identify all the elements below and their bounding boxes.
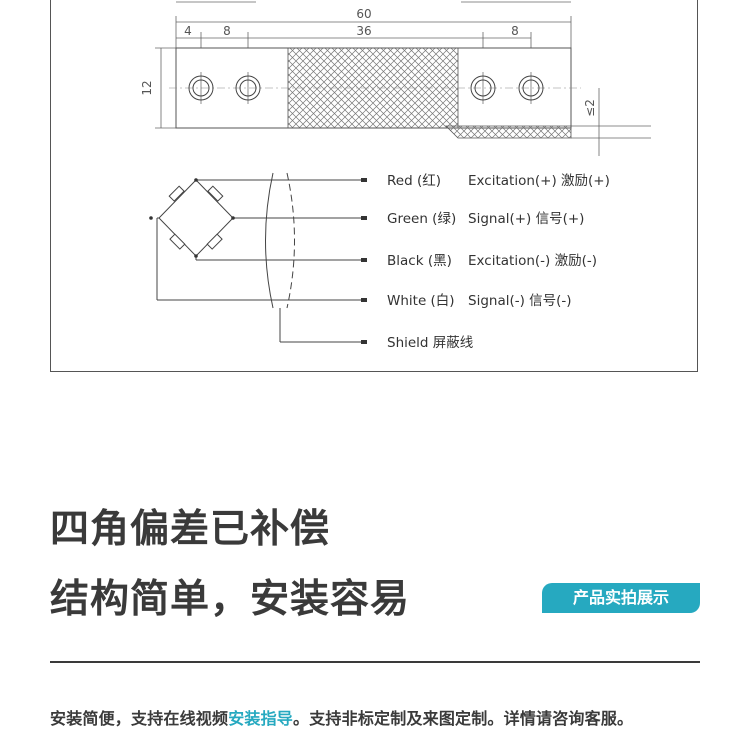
- footer-note: 安装简便，支持在线视频安装指导。支持非标定制及来图定制。详情请咨询客服。: [50, 705, 633, 729]
- footer-part2: 。支持非标定制及来图定制。详情请咨询客服。: [293, 709, 634, 728]
- footer-part1: 安装简便，支持在线视频: [50, 709, 229, 728]
- wire-green-label: Green (绿): [387, 211, 456, 227]
- dim-right-pitch: 8: [511, 24, 519, 38]
- headline-easy-install: 结构简单，安装容易: [50, 577, 411, 622]
- dim-total: 60: [356, 7, 371, 21]
- dim-left-pitch: 8: [223, 24, 231, 38]
- wire-black-label: Black (黑): [387, 253, 452, 269]
- cable-sheath: [265, 172, 295, 309]
- wire-red-label: Red (红): [387, 173, 441, 189]
- dim-thickness: ≤2: [583, 99, 597, 117]
- wire-white-label: White (白): [387, 293, 455, 309]
- headline-compensated: 四角偏差已补偿: [50, 507, 331, 552]
- dim-height: 12: [140, 80, 154, 95]
- wire-black-function: Excitation(-) 激励(-): [468, 253, 597, 269]
- wire-green-function: Signal(+) 信号(+): [468, 211, 584, 227]
- wiring-diagram-panel: 60 4 8 36 8 12 ≤2: [50, 0, 698, 372]
- section-divider: [50, 661, 700, 663]
- dim-left-edge: 4: [184, 24, 192, 38]
- wheatstone-bridge: [156, 179, 281, 301]
- product-photo-badge: 产品实拍展示: [542, 583, 700, 613]
- wire-white-function: Signal(-) 信号(-): [468, 293, 572, 309]
- dim-middle: 36: [356, 24, 371, 38]
- dimension-lines: [155, 1, 651, 156]
- wire-red-function: Excitation(+) 激励(+): [468, 173, 610, 189]
- install-guide-link[interactable]: 安装指导: [228, 709, 294, 728]
- load-cell-body: [169, 47, 581, 139]
- wire-leads: [279, 179, 366, 343]
- wire-shield-label: Shield 屏蔽线: [387, 335, 473, 351]
- technical-drawing: 60 4 8 36 8 12 ≤2: [140, 1, 651, 351]
